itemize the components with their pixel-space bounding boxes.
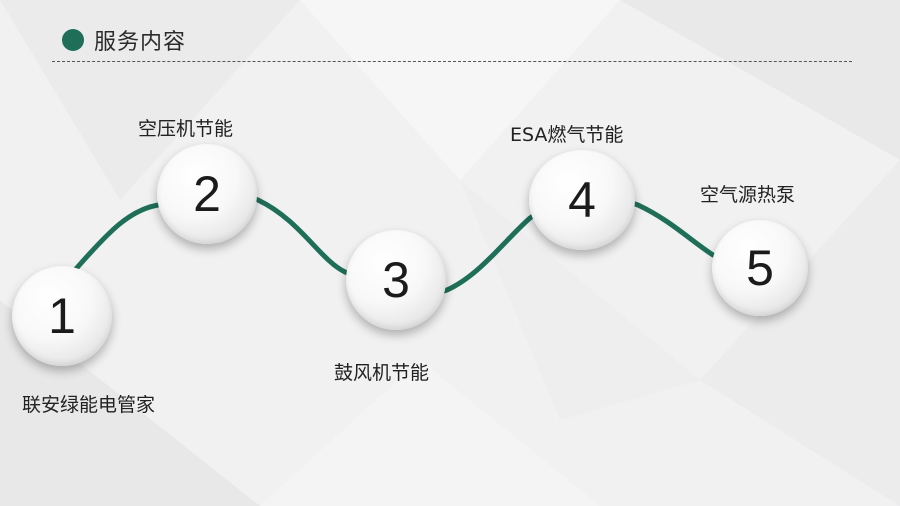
step-2-number: 2 xyxy=(193,166,221,222)
step-4-number: 4 xyxy=(568,172,596,228)
header-divider xyxy=(52,61,852,62)
step-1-circle: 1 xyxy=(12,266,112,366)
page-title: 服务内容 xyxy=(94,30,187,55)
step-4-circle: 4 xyxy=(529,150,635,250)
step-3-number: 3 xyxy=(382,252,410,308)
step-4-label: ESA燃气节能 xyxy=(510,124,624,146)
step-2-label: 空压机节能 xyxy=(138,118,234,140)
step-5-number: 5 xyxy=(746,240,774,296)
step-1-label: 联安绿能电管家 xyxy=(22,394,156,416)
step-2-circle: 2 xyxy=(157,144,257,244)
step-3-label: 鼓风机节能 xyxy=(334,362,430,384)
step-5-label: 空气源热泵 xyxy=(700,184,796,206)
step-1-number: 1 xyxy=(48,288,76,344)
step-5-circle: 5 xyxy=(712,220,808,316)
header-dot-icon xyxy=(62,29,84,51)
step-3-circle: 3 xyxy=(346,230,446,330)
section-header: 服务内容 xyxy=(62,20,186,60)
